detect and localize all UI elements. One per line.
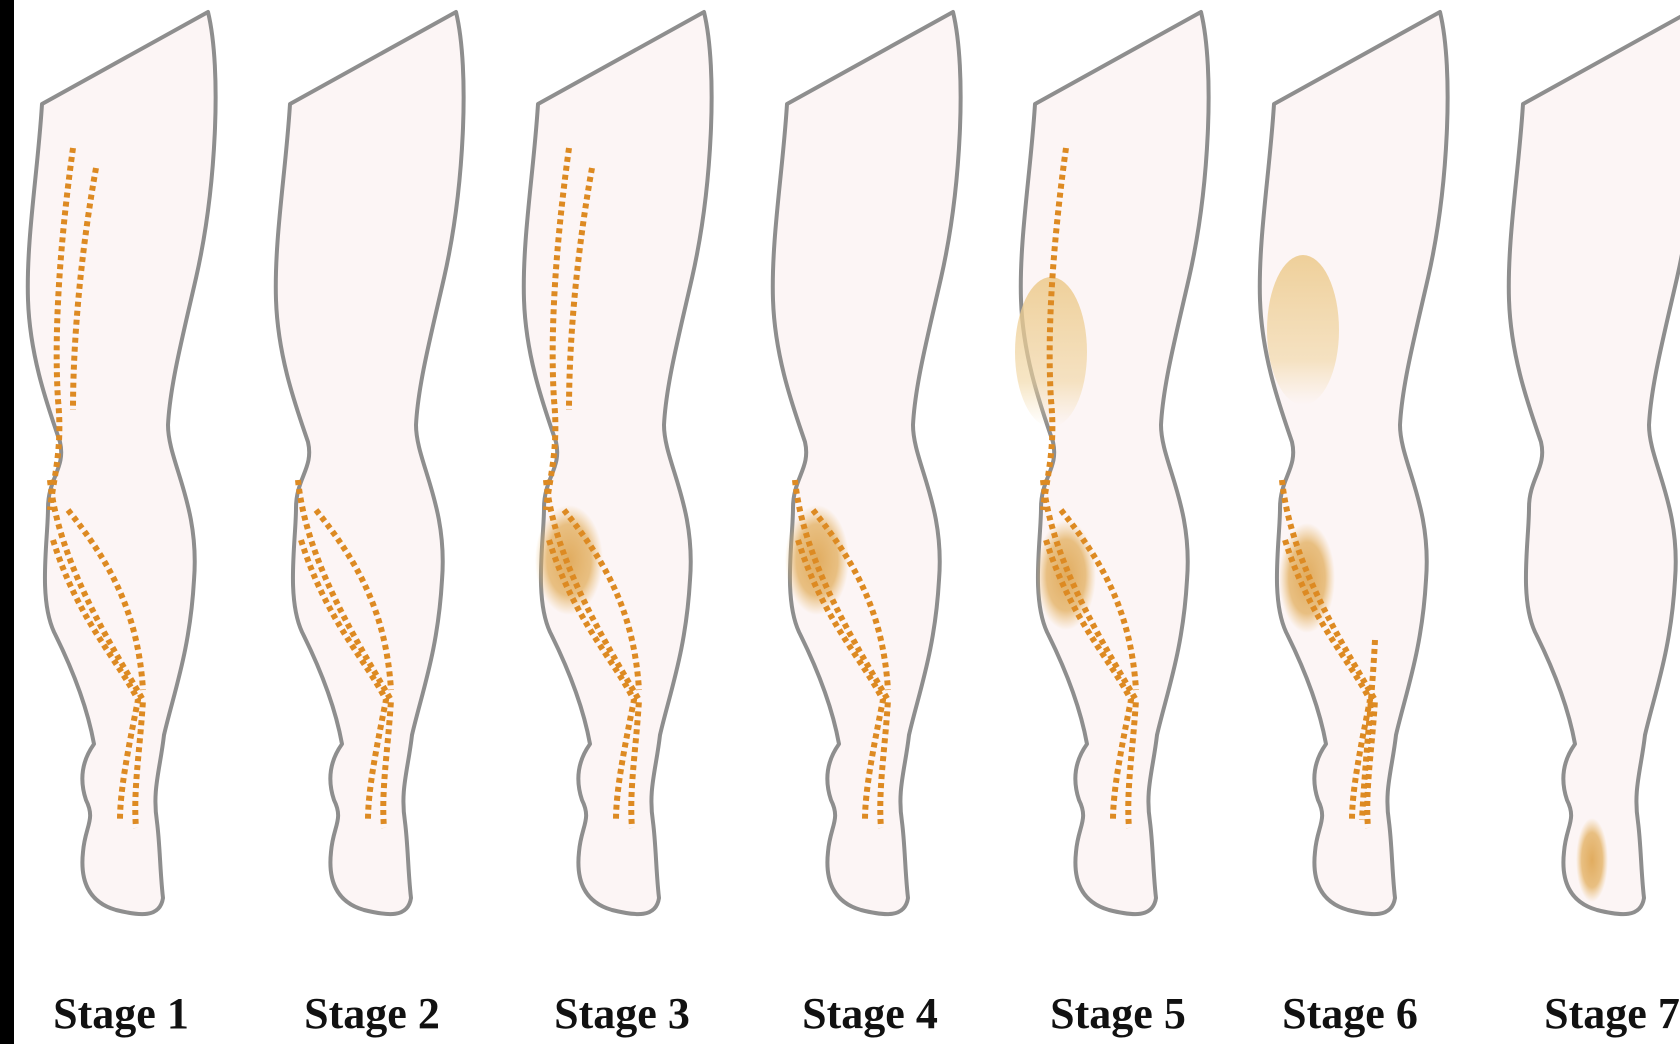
leg-stage-6 xyxy=(1260,12,1448,914)
thigh-backflow-area xyxy=(1267,255,1339,405)
leg-stage-2 xyxy=(276,12,464,914)
stage-4-label: Stage 4 xyxy=(770,988,970,1039)
leg-stage-1 xyxy=(28,12,216,914)
leg-outline-7 xyxy=(1509,12,1680,914)
dermal-backflow-area xyxy=(1036,520,1096,630)
stage-2-label: Stage 2 xyxy=(272,988,472,1039)
stage-6-label: Stage 6 xyxy=(1250,988,1450,1039)
dermal-backflow-area xyxy=(1576,818,1608,902)
leg-stage-3 xyxy=(524,12,712,914)
leg-stage-5 xyxy=(1015,12,1209,914)
thigh-backflow-area xyxy=(1015,277,1087,427)
stage-3-label: Stage 3 xyxy=(522,988,722,1039)
stage-7-label: Stage 7 xyxy=(1512,988,1680,1039)
leg-stage-7 xyxy=(1509,12,1680,914)
leg-stage-4 xyxy=(773,12,961,914)
stage-5-label: Stage 5 xyxy=(1018,988,1218,1039)
stage-1-label: Stage 1 xyxy=(21,988,221,1039)
